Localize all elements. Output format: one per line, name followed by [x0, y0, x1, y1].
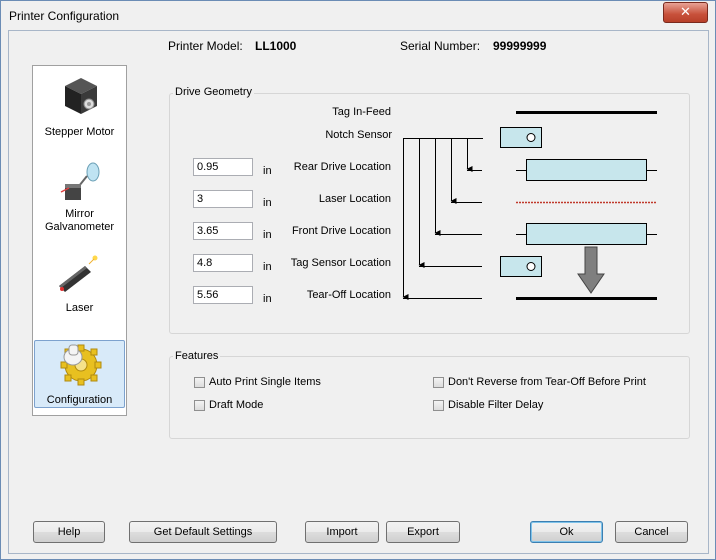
stepper-motor-icon	[65, 78, 97, 114]
get-default-settings-button[interactable]: Get Default Settings	[129, 521, 277, 543]
nav-item-stepper-motor[interactable]: Stepper Motor	[35, 70, 124, 152]
printer-model-label: Printer Model:	[168, 39, 243, 53]
window-title: Printer Configuration	[9, 9, 120, 23]
tear-off-location-input[interactable]	[193, 286, 253, 304]
nav-item-mirror-galvanometer[interactable]: Mirror Galvanometer	[35, 158, 124, 240]
unit-label: in	[263, 293, 272, 305]
ok-button[interactable]: Ok	[530, 521, 603, 543]
nav-label-line2: Galvanometer	[44, 221, 115, 233]
draft-mode-checkbox[interactable]	[194, 400, 205, 411]
import-button[interactable]: Import	[305, 521, 379, 543]
printer-model-value: LL1000	[255, 39, 297, 53]
rear-drive-location-label: Rear Drive Location	[293, 161, 391, 173]
tag-sensor-location-input[interactable]	[193, 254, 253, 272]
nav-item-configuration[interactable]: Configuration	[34, 340, 125, 408]
unit-label: in	[263, 261, 272, 273]
laser-location-label: Laser Location	[318, 193, 391, 205]
drive-geometry-title: Drive Geometry	[173, 86, 255, 98]
serial-number-value: 99999999	[493, 39, 547, 53]
checkbox-label: Draft Mode	[209, 399, 264, 411]
title-bar: Printer Configuration ✕	[1, 1, 715, 30]
nav-item-laser[interactable]: Laser	[35, 246, 124, 326]
rear-drive-location-input[interactable]	[193, 158, 253, 176]
auto-print-single-items-checkbox[interactable]	[194, 377, 205, 388]
unit-label: in	[263, 197, 272, 209]
nav-label: Stepper Motor	[44, 126, 115, 138]
cancel-button[interactable]: Cancel	[615, 521, 688, 543]
checkbox-label: Auto Print Single Items	[209, 376, 321, 388]
close-button[interactable]: ✕	[663, 2, 708, 23]
disable-filter-delay-checkbox[interactable]	[433, 400, 444, 411]
features-group	[169, 356, 690, 439]
features-title: Features	[173, 350, 221, 362]
dont-reverse-tear-off-checkbox[interactable]	[433, 377, 444, 388]
unit-label: in	[263, 165, 272, 177]
nav-label: Laser	[65, 302, 94, 314]
tag-sensor-location-label: Tag Sensor Location	[290, 257, 391, 269]
unit-label: in	[263, 229, 272, 241]
tear-off-location-label: Tear-Off Location	[306, 289, 391, 301]
nav-label-line1: Mirror	[65, 208, 94, 220]
mirror-galvanometer-icon	[60, 162, 100, 200]
checkbox-label: Disable Filter Delay	[448, 399, 544, 411]
export-button[interactable]: Export	[386, 521, 460, 543]
notch-sensor-label: Notch Sensor	[325, 129, 392, 141]
nav-label: Configuration	[46, 394, 113, 406]
laser-location-input[interactable]	[193, 190, 253, 208]
laser-icon	[59, 255, 98, 292]
front-drive-location-label: Front Drive Location	[291, 225, 391, 237]
serial-number-label: Serial Number:	[400, 39, 481, 53]
help-button[interactable]: Help	[33, 521, 105, 543]
close-icon: ✕	[680, 5, 691, 20]
configuration-gear-icon	[60, 344, 102, 386]
front-drive-location-input[interactable]	[193, 222, 253, 240]
tag-in-feed-label: Tag In-Feed	[332, 106, 391, 118]
category-nav: Stepper Motor Mirror Galvanometer Laser	[32, 65, 127, 416]
checkbox-label: Don't Reverse from Tear-Off Before Print	[448, 376, 646, 388]
